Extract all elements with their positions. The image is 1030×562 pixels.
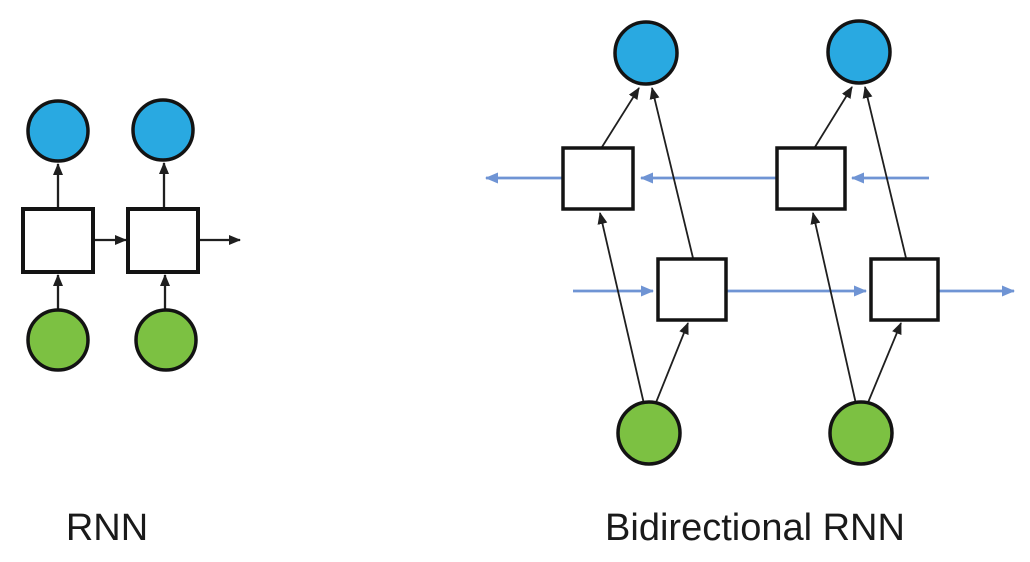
birnn-input1-to-backward1-arrow <box>597 212 645 405</box>
birnn-output-node-2 <box>826 19 892 85</box>
birnn-forward2-to-output2-arrow <box>862 86 907 259</box>
rnn-diagram: RNN <box>21 98 241 549</box>
birnn-input-node-1 <box>616 400 682 466</box>
rnn-input-node-1 <box>26 308 90 372</box>
rnn-output-node-1 <box>26 99 90 163</box>
rnn-hidden-cell-1 <box>21 207 95 274</box>
bidirectional-rnn-diagram: Bidirectional RNN <box>485 19 1015 549</box>
birnn-forward-cell-2 <box>869 257 940 322</box>
birnn-input2-to-forward2-arrow <box>866 322 902 406</box>
birnn-output-node-1 <box>613 20 679 86</box>
birnn-backward-cell-2 <box>775 146 847 211</box>
birnn-forward-cell-1 <box>656 257 728 322</box>
birnn-backward2-to-output2-arrow <box>814 86 853 148</box>
rnn-output-node-2 <box>131 98 195 162</box>
rnn-hidden-cell-2 <box>126 207 200 274</box>
birnn-input-node-2 <box>828 400 894 466</box>
rnn-input-node-2 <box>134 308 198 372</box>
birnn-backward-cell-1 <box>561 146 635 211</box>
birnn-input2-to-backward2-arrow <box>810 212 857 405</box>
birnn-backward1-to-output1-arrow <box>601 87 640 148</box>
bidirectional-rnn-label: Bidirectional RNN <box>605 507 905 549</box>
birnn-forward1-to-output1-arrow <box>649 87 694 259</box>
rnn-label: RNN <box>66 507 148 549</box>
birnn-input1-to-forward1-arrow <box>654 322 689 406</box>
